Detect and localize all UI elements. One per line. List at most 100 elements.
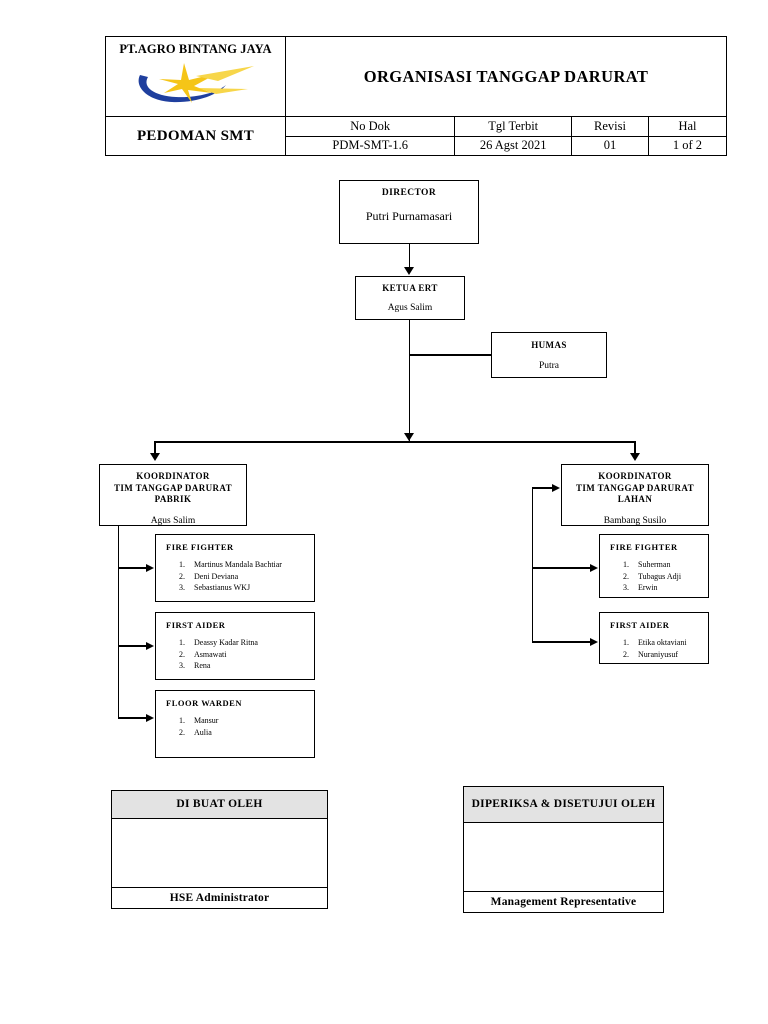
document-header-table: PT.AGRO BINTANG JAYA ORGANISASI TANGGAP …: [105, 36, 727, 156]
team-title: FLOOR WARDEN: [166, 698, 242, 708]
org-node-ketua-ert: KETUA ERT Agus Salim: [355, 276, 465, 320]
team-box-pabrik-first-aider: FIRST AIDER Deassy Kadar Ritna Asmawati …: [155, 612, 315, 680]
connector-pabrik-to-first-aider: [117, 645, 148, 647]
meta-value-hal: 1 of 2: [672, 138, 703, 153]
connector-lahan-to-fire-fighter: [531, 567, 592, 569]
connector-ketua-to-humas: [408, 354, 493, 356]
arrow-right-to-koordinator-lahan-icon: [552, 483, 560, 492]
team-box-pabrik-fire-fighter: FIRE FIGHTER Martinus Mandala Bachtiar D…: [155, 534, 315, 602]
header-top-row: PT.AGRO BINTANG JAYA ORGANISASI TANGGAP …: [106, 37, 726, 117]
list-item: Deni Deviana: [187, 571, 314, 583]
list-item: Asmawati: [187, 649, 314, 661]
team-box-lahan-first-aider: FIRST AIDER Etika oktaviani Nuraniyusuf: [599, 612, 709, 664]
connector-lahan-to-first-aider: [531, 641, 592, 643]
koordinator-lahan-title-line1: KOORDINATOR: [598, 471, 672, 481]
connector-director-to-ketua: [408, 244, 410, 268]
team-member-list: Deassy Kadar Ritna Asmawati Rena: [166, 637, 314, 672]
arrow-right-to-lahan-fire-fighter-icon: [590, 563, 598, 572]
signature-block-prepared-by: DI BUAT OLEH HSE Administrator: [111, 790, 328, 909]
connector-ketua-spine: [408, 320, 410, 442]
connector-pabrik-to-fire-fighter: [117, 567, 148, 569]
team-title: FIRE FIGHTER: [610, 542, 678, 552]
team-title: FIRST AIDER: [166, 620, 226, 630]
connector-split-left-drop: [154, 441, 156, 455]
arrow-right-to-pabrik-fire-fighter-icon: [146, 563, 154, 572]
document-meta-table: No Dok Tgl Terbit Revisi Hal PDM-SMT-1.6…: [286, 117, 726, 155]
connector-lahan-spine: [531, 487, 533, 643]
koordinator-lahan-name: Bambang Susilo: [603, 515, 667, 526]
arrow-right-to-pabrik-first-aider-icon: [146, 641, 154, 650]
humas-name: Putra: [538, 360, 560, 371]
list-item: Sebastianus WKJ: [187, 582, 314, 594]
meta-value-row: PDM-SMT-1.6 26 Agst 2021 01 1 of 2: [286, 136, 726, 155]
ketua-ert-title: KETUA ERT: [382, 283, 438, 293]
list-item: Nuraniyusuf: [631, 649, 708, 661]
company-logo-cell: PT.AGRO BINTANG JAYA: [106, 37, 286, 117]
arrow-down-at-split-icon: [404, 433, 414, 441]
pedoman-cell: PEDOMAN SMT: [106, 117, 286, 155]
connector-split-right-drop: [634, 441, 636, 455]
org-node-koordinator-lahan: KOORDINATOR TIM TANGGAP DARURAT LAHAN Ba…: [561, 464, 709, 526]
list-item: Erwin: [631, 582, 708, 594]
company-name: PT.AGRO BINTANG JAYA: [119, 42, 272, 56]
list-item: Aulia: [187, 727, 314, 739]
signature-heading: DI BUAT OLEH: [112, 791, 327, 819]
meta-header-row: No Dok Tgl Terbit Revisi Hal: [286, 117, 726, 137]
list-item: Tubagus Adji: [631, 571, 708, 583]
arrow-down-to-koordinator-lahan-icon: [629, 453, 640, 461]
document-title-cell: ORGANISASI TANGGAP DARURAT: [286, 37, 726, 117]
list-item: Suherman: [631, 559, 708, 571]
director-title: DIRECTOR: [381, 188, 437, 198]
koordinator-pabrik-name: Agus Salim: [150, 515, 196, 526]
org-node-humas: HUMAS Putra: [491, 332, 607, 378]
team-box-lahan-fire-fighter: FIRE FIGHTER Suherman Tubagus Adji Erwin: [599, 534, 709, 598]
team-member-list: Mansur Aulia: [166, 715, 314, 738]
koordinator-lahan-title-line2: TIM TANGGAP DARURAT: [575, 482, 695, 493]
ketua-ert-name: Agus Salim: [387, 302, 433, 313]
connector-pabrik-spine: [117, 526, 119, 718]
signature-block-approved-by: DIPERIKSA & DISETUJUI OLEH Management Re…: [463, 786, 664, 913]
team-box-pabrik-floor-warden: FLOOR WARDEN Mansur Aulia: [155, 690, 315, 758]
list-item: Mansur: [187, 715, 314, 727]
koordinator-pabrik-title-line3: PABRIK: [154, 494, 192, 504]
connector-pabrik-to-floor-warden: [117, 717, 148, 719]
list-item: Deassy Kadar Ritna: [187, 637, 314, 649]
team-title: FIRE FIGHTER: [166, 542, 234, 552]
signature-area[interactable]: [112, 819, 327, 888]
arrow-down-to-koordinator-pabrik-icon: [149, 453, 160, 461]
team-title: FIRST AIDER: [610, 620, 670, 630]
pedoman-label: PEDOMAN SMT: [136, 127, 255, 144]
meta-value-no-dok: PDM-SMT-1.6: [286, 136, 456, 155]
header-bottom-row: PEDOMAN SMT No Dok Tgl Terbit Revisi Hal…: [106, 117, 726, 155]
meta-header-hal: Hal: [678, 118, 697, 133]
page-title: ORGANISASI TANGGAP DARURAT: [363, 66, 649, 86]
koordinator-lahan-title-line3: LAHAN: [617, 494, 653, 504]
arrow-down-to-ketua-icon: [404, 267, 414, 275]
list-item: Martinus Mandala Bachtiar: [187, 559, 314, 571]
agro-bintang-jaya-star-logo: [121, 57, 271, 109]
humas-title: HUMAS: [531, 340, 567, 350]
list-item: Etika oktaviani: [631, 637, 708, 649]
team-member-list: Suherman Tubagus Adji Erwin: [610, 559, 708, 594]
connector-split-bar: [154, 441, 635, 443]
meta-value-tgl-terbit: 26 Agst 2021: [455, 136, 572, 155]
signature-heading: DIPERIKSA & DISETUJUI OLEH: [464, 787, 663, 823]
signature-area[interactable]: [464, 823, 663, 892]
signature-role: HSE Administrator: [169, 892, 270, 904]
koordinator-pabrik-title-line1: KOORDINATOR: [136, 471, 210, 481]
meta-header-tgl-terbit: Tgl Terbit: [455, 117, 572, 136]
org-node-koordinator-pabrik: KOORDINATOR TIM TANGGAP DARURAT PABRIK A…: [99, 464, 247, 526]
signature-role: Management Representative: [490, 896, 637, 908]
arrow-right-to-pabrik-floor-warden-icon: [146, 713, 154, 722]
meta-header-no-dok: No Dok: [286, 117, 456, 136]
meta-header-revisi: Revisi: [572, 117, 649, 136]
arrow-right-to-lahan-first-aider-icon: [590, 637, 598, 646]
koordinator-pabrik-title-line2: TIM TANGGAP DARURAT: [113, 482, 233, 493]
meta-value-revisi: 01: [572, 136, 649, 155]
team-member-list: Etika oktaviani Nuraniyusuf: [610, 637, 708, 660]
director-name: Putri Purnamasari: [365, 208, 453, 223]
team-member-list: Martinus Mandala Bachtiar Deni Deviana S…: [166, 559, 314, 594]
org-node-director: DIRECTOR Putri Purnamasari: [339, 180, 479, 244]
connector-lahan-spine-to-coordinator: [531, 487, 554, 489]
